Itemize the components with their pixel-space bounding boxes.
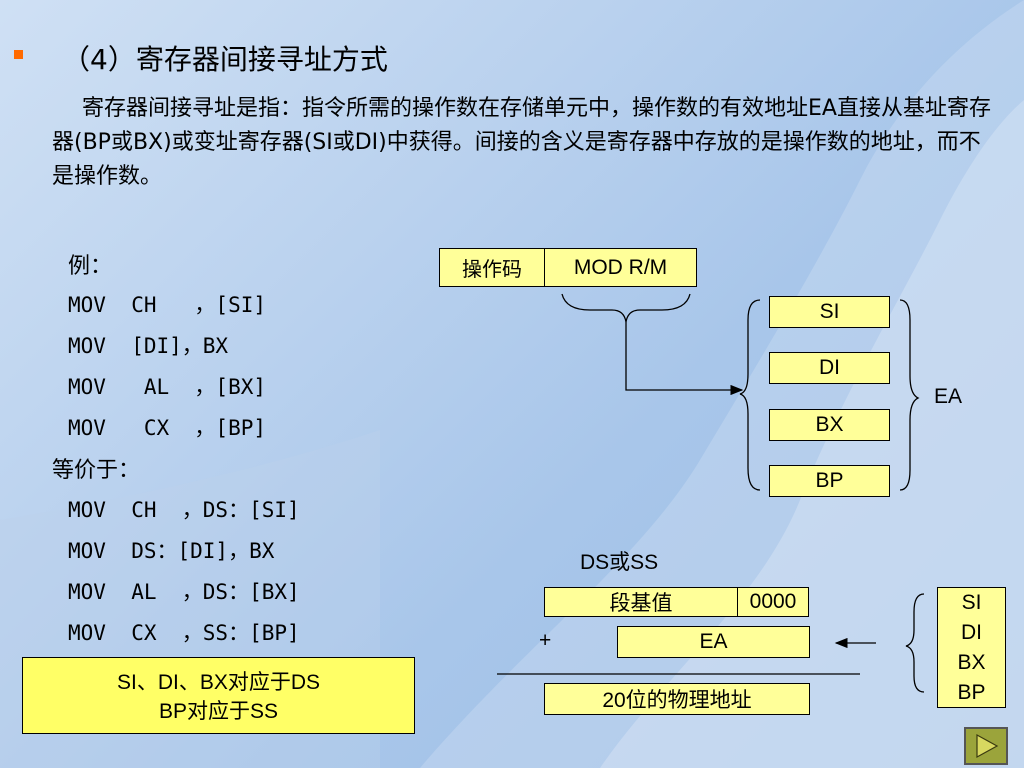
physical-address-box: 20位的物理地址: [544, 683, 810, 715]
equivalent-line-3: MOV AL ，DS：[BX]: [68, 580, 300, 604]
example-line-1: MOV CH ，[SI]: [68, 293, 267, 317]
note-box: SI、DI、BX对应于DS BP对应于SS: [22, 657, 415, 734]
equivalent-line-1: MOV CH ，DS：[SI]: [68, 498, 300, 522]
register-stack-bx: BX: [957, 650, 986, 674]
slide-title: （4）寄存器间接寻址方式: [62, 43, 388, 76]
example-line-4: MOV CX ，[BP]: [68, 416, 267, 440]
description-paragraph: 寄存器间接寻址是指：指令所需的操作数在存储单元中，操作数的有效地址EA直接从基址…: [52, 96, 991, 189]
note-line-1: SI、DI、BX对应于DS: [116, 671, 321, 694]
equivalent-line-2: MOV DS：[DI]，BX: [68, 539, 275, 563]
next-slide-button[interactable]: [964, 727, 1008, 765]
register-di-box: DI: [769, 352, 890, 384]
register-stack-bp: BP: [957, 680, 986, 704]
segment-label: DS或SS: [580, 551, 659, 574]
bullet-icon: [14, 50, 23, 59]
register-stack-di: DI: [961, 620, 982, 644]
example-line-2: MOV [DI]，BX: [68, 334, 229, 358]
register-bx-box: BX: [769, 409, 890, 441]
register-bp-box: BP: [769, 465, 890, 497]
modrm-box: MOD R/M: [544, 248, 697, 287]
note-line-2: BP对应于SS: [158, 700, 279, 723]
register-stack-si: SI: [961, 590, 982, 614]
ea-label: EA: [934, 385, 963, 408]
equivalent-line-4: MOV CX ，SS：[BP]: [68, 621, 300, 645]
ea-box: EA: [617, 626, 810, 658]
plus-sign: +: [539, 629, 552, 652]
example-line-3: MOV AL ，[BX]: [68, 375, 267, 399]
register-si-box: SI: [769, 296, 890, 328]
opcode-box: 操作码: [439, 248, 545, 287]
zero-suffix-box: 0000: [737, 587, 809, 617]
play-triangle-icon: [976, 733, 999, 759]
register-stack-box: SI DI BX BP: [937, 587, 1006, 708]
example-label: 例：: [68, 254, 113, 279]
equivalent-label: 等价于：: [52, 458, 141, 483]
segment-base-box: 段基值: [544, 587, 738, 617]
